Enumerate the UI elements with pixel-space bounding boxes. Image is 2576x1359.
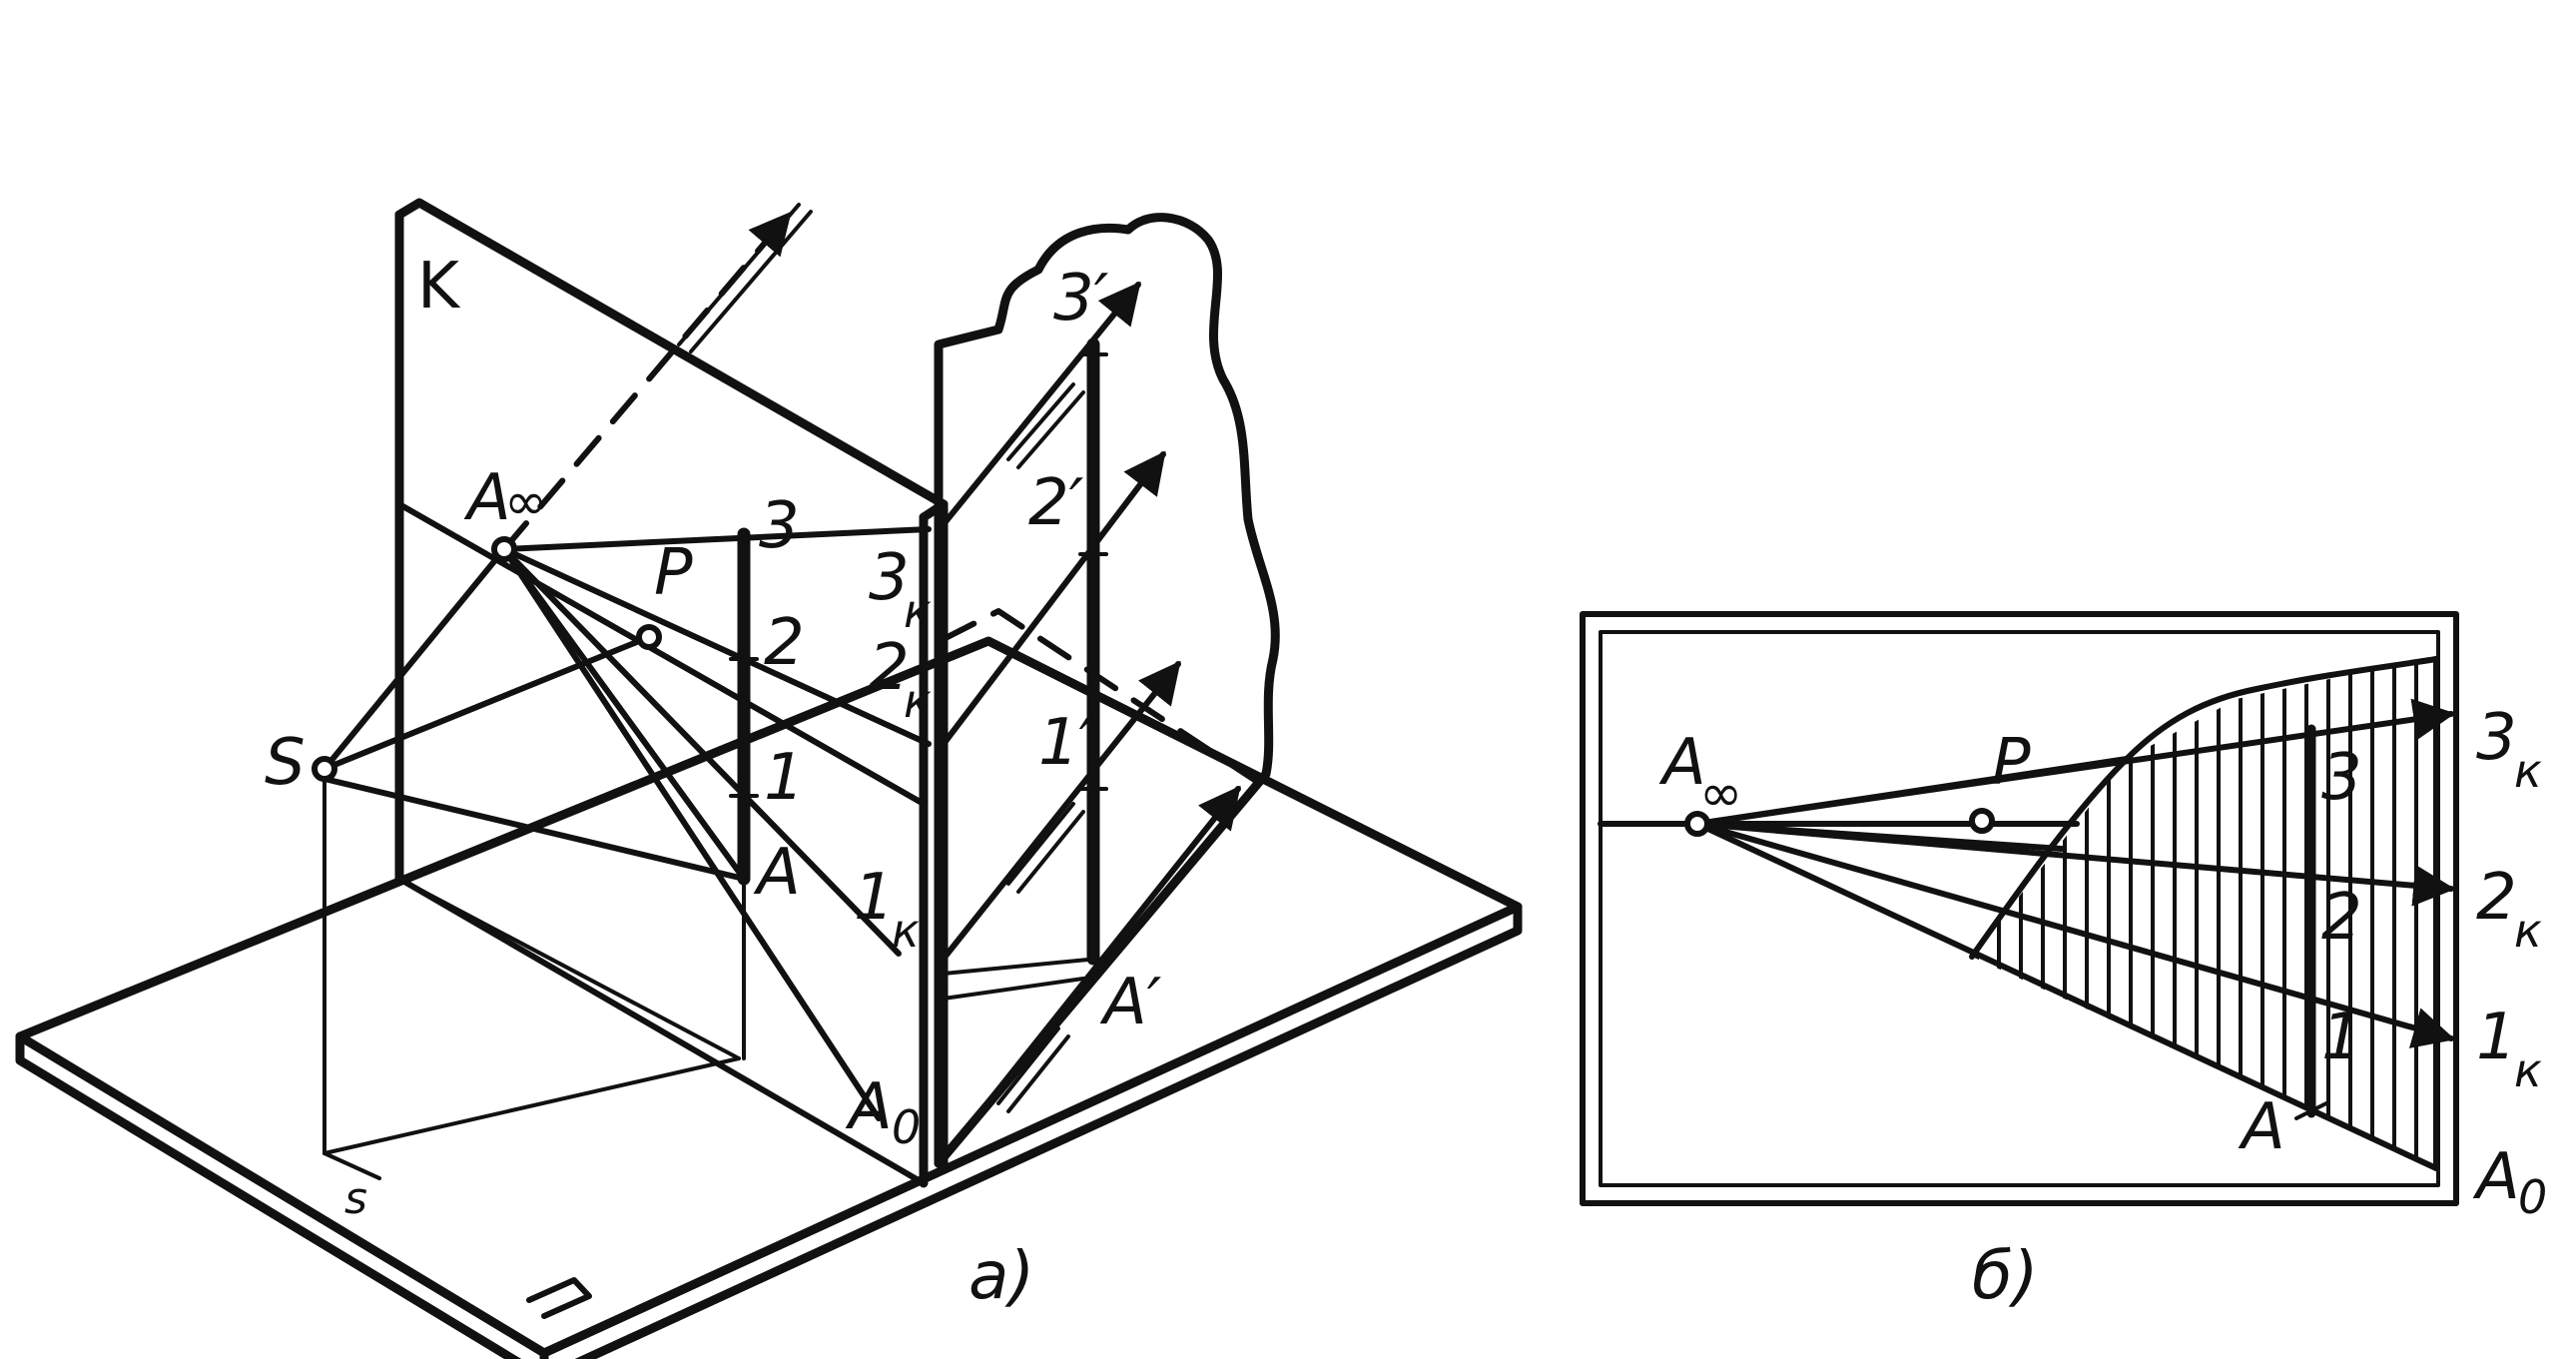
label-2k: 2 xyxy=(869,631,910,705)
receiving-wall xyxy=(934,213,1280,1168)
projection-rays xyxy=(322,203,932,1180)
label-inf: ∞ xyxy=(504,472,547,532)
label-s-lower: s xyxy=(344,1173,367,1224)
figure-a: K xyxy=(15,198,1523,1359)
label-3k-sub: к xyxy=(904,584,932,638)
label-b-1: 1 xyxy=(2321,1001,2362,1074)
label-b-1k: 1 xyxy=(2476,1001,2517,1074)
vanishing-point-b xyxy=(1684,811,1710,837)
rays-b xyxy=(1694,698,2456,1171)
label-b-2k-sub: к xyxy=(2514,904,2542,958)
label-1-prime: 1′ xyxy=(1038,706,1094,780)
frame-outer xyxy=(1580,611,2459,1206)
label-a: A xyxy=(753,836,801,910)
label-1k-sub: к xyxy=(892,904,920,958)
caption-b: б) xyxy=(1972,1237,2038,1314)
label-1k: 1 xyxy=(854,861,895,935)
label-b-2k: 2 xyxy=(2476,861,2517,935)
shadow-boundary xyxy=(1969,656,2439,960)
label-3: 3 xyxy=(759,489,800,563)
label-p: P xyxy=(654,536,693,610)
point-s xyxy=(312,756,337,782)
label-b-a0: A xyxy=(2472,1140,2520,1214)
label-3k: 3 xyxy=(869,541,910,615)
label-b-a0-sub: 0 xyxy=(2518,1170,2547,1224)
label-b-3k: 3 xyxy=(2476,701,2517,775)
label-a-inf: A xyxy=(463,461,511,535)
label-b-a: A xyxy=(2238,1090,2285,1164)
caption-a: a) xyxy=(968,1237,1034,1314)
picture-plane-k: K xyxy=(394,198,949,1188)
label-b-inf: ∞ xyxy=(1699,764,1742,824)
plane-k-label: K xyxy=(417,250,461,324)
label-a0-sub: 0 xyxy=(892,1100,921,1154)
label-s: S xyxy=(265,726,306,800)
label-b-a-inf: A xyxy=(1658,726,1706,800)
point-p xyxy=(636,624,662,650)
label-b-1k-sub: к xyxy=(2514,1043,2542,1097)
label-3-prime: 3′ xyxy=(1053,262,1109,336)
label-a0: A xyxy=(845,1070,893,1144)
label-a-prime: A′ xyxy=(1099,966,1162,1039)
label-2k-sub: к xyxy=(904,674,932,728)
label-b-2: 2 xyxy=(2321,881,2362,955)
label-2: 2 xyxy=(764,606,805,680)
label-b-3: 3 xyxy=(2321,741,2362,815)
label-b-3k-sub: к xyxy=(2514,744,2542,798)
figure-b: A ∞ P 3 2 1 A 3 к 2 к 1 к A 0 б) xyxy=(1580,611,2547,1314)
label-2-prime: 2′ xyxy=(1028,466,1084,540)
point-p-b xyxy=(1969,808,1995,834)
vanishing-point-a-inf xyxy=(491,536,517,562)
label-1: 1 xyxy=(764,741,805,815)
shadow-rays-wall xyxy=(941,281,1241,1161)
corner-mark xyxy=(526,1277,592,1319)
label-b-p: P xyxy=(1992,726,2031,800)
